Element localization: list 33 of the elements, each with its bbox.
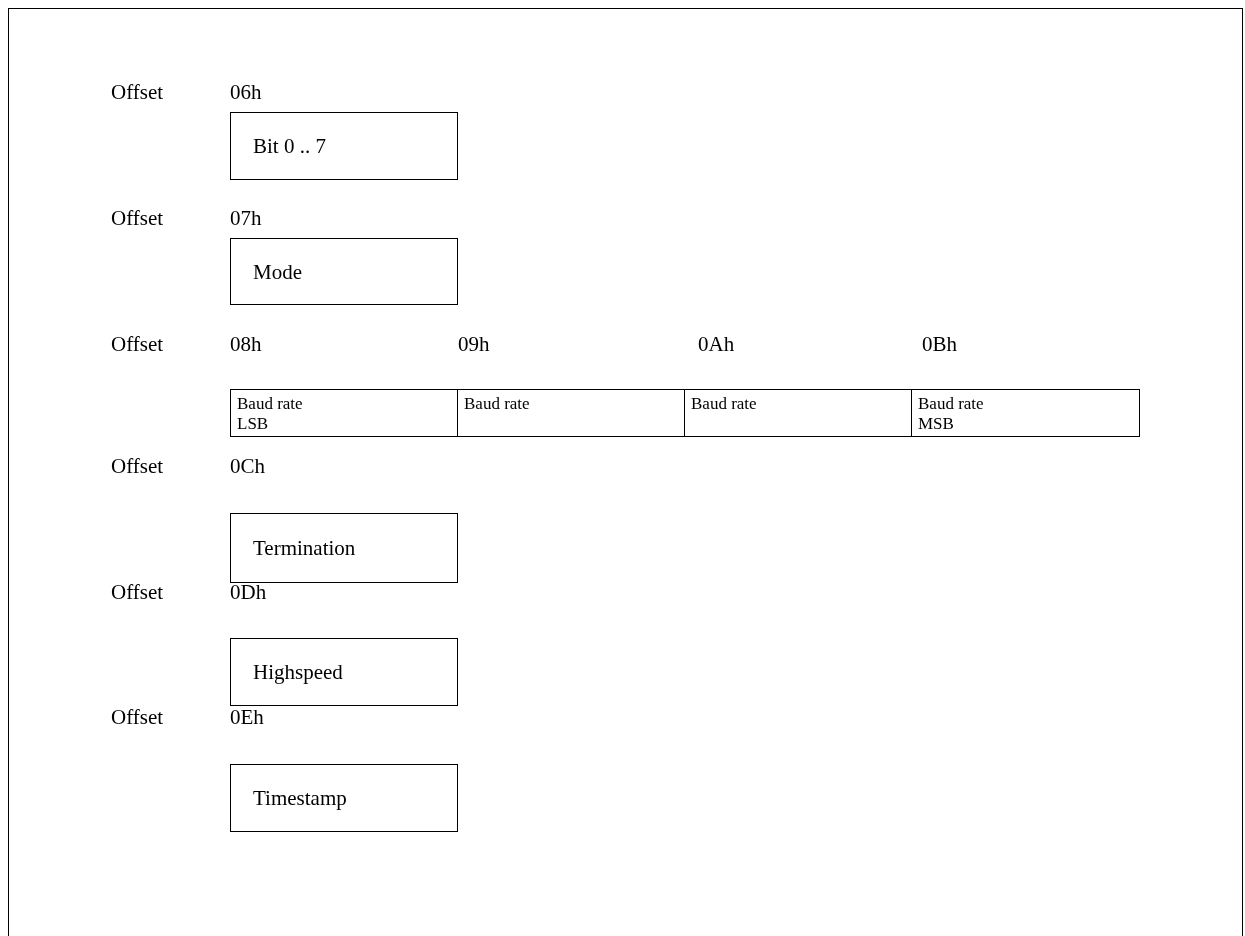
register-box [230,638,458,706]
field-name: Mode [253,259,302,284]
register-box [911,389,1140,437]
field-name: Timestamp [253,786,347,810]
offset-label: Offset [111,80,164,104]
offset-label: 07h [230,206,262,230]
offset-label: Offset [111,454,164,478]
offset-label: 0Ch [230,454,265,478]
offset-label: 0Dh [230,580,267,604]
register-box [684,389,912,437]
offset-label: 0Eh [230,705,264,729]
register-box [230,389,458,437]
offset-label: 0Ah [698,332,735,356]
register-box [230,238,458,305]
offset-label: 08h [230,332,262,356]
field-name: Baud rate LSB [237,394,304,434]
field-name: Bit 0 .. 7 [253,134,326,158]
register-box [230,112,458,180]
field-name: Baud rate [691,394,758,414]
offset-label: Offset [111,705,164,729]
field-name: Baud rate MSB [918,394,985,434]
register-box [230,513,458,583]
offset-label: 0Bh [922,332,957,356]
field-name: Baud rate [464,394,531,414]
register-box [230,764,458,832]
field-name: Highspeed [253,660,343,684]
register-box [457,389,685,437]
offset-label: Offset [111,332,164,356]
offset-label: Offset [111,206,164,230]
offset-label: 09h [458,332,490,356]
offset-label: 06h [230,80,262,104]
offset-label: Offset [111,580,164,604]
field-name: Termination [253,536,356,560]
